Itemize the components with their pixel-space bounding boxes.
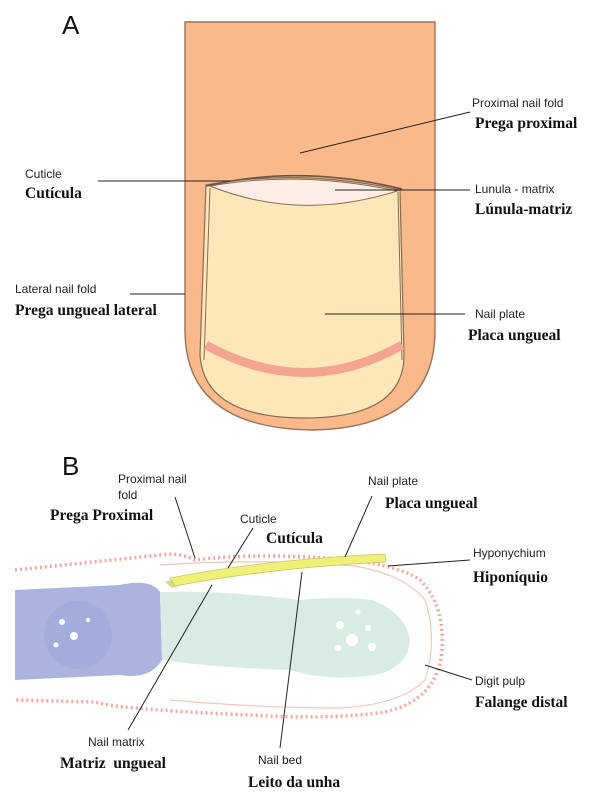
- label-a-lunula-en: Lunula - matrix: [475, 182, 554, 196]
- joint-highlight: [44, 601, 112, 669]
- bone-dot: [346, 634, 358, 646]
- label-b-nail-matrix-en: Nail matrix: [88, 735, 145, 749]
- label-b-cuticle-en: Cuticle: [240, 512, 277, 526]
- bone-dot: [365, 625, 371, 631]
- label-a-nail-plate-pt: Placa ungueal: [468, 327, 561, 344]
- bone-dot: [368, 643, 376, 651]
- fingertip-side-view: [15, 554, 442, 717]
- bone-dot: [336, 621, 344, 629]
- panel-a-letter: A: [62, 10, 80, 40]
- fingertip-top-view: [185, 22, 435, 430]
- bone-dot: [59, 619, 65, 625]
- label-b-hyponychium-en: Hyponychium: [473, 546, 546, 560]
- label-a-nail-plate-en: Nail plate: [475, 307, 525, 321]
- leader-b-proximal-fold: [175, 497, 195, 558]
- label-b-digit-pulp-en: Digit pulp: [475, 674, 525, 688]
- leader-b-hyponychium: [388, 560, 470, 566]
- label-b-nail-bed-pt: Leito da unha: [248, 774, 340, 791]
- label-b-proximal-fold-en-1: Proximal nail: [118, 472, 187, 486]
- label-a-cuticle-en: Cuticle: [25, 167, 62, 181]
- label-a-proximal-fold-en: Proximal nail fold: [472, 96, 563, 110]
- label-a-cuticle-pt: Cutícula: [25, 185, 82, 202]
- panel-b-letter: B: [62, 451, 79, 481]
- label-b-nail-bed-en: Nail bed: [258, 753, 302, 767]
- bone-dot: [335, 645, 341, 651]
- label-a-proximal-fold-pt: Prega proximal: [475, 115, 578, 132]
- label-b-proximal-fold-pt: Prega Proximal: [50, 507, 154, 524]
- label-b-hyponychium-pt: Hiponíquio: [473, 569, 548, 586]
- nail-plate-shape: [200, 178, 404, 418]
- bone-dot: [54, 643, 59, 648]
- label-a-lateral-fold-pt: Prega ungueal lateral: [15, 302, 157, 319]
- leader-b-nail-plate: [345, 496, 372, 557]
- label-a-lateral-fold-en: Lateral nail fold: [15, 282, 96, 296]
- label-b-digit-pulp-pt: Falange distal: [475, 694, 568, 711]
- bone-dot: [86, 618, 90, 622]
- label-b-nail-matrix-pt: Matriz ungueal: [60, 755, 167, 772]
- label-b-cuticle-pt: Cutícula: [266, 530, 323, 547]
- label-b-nail-plate-pt: Placa ungueal: [385, 495, 478, 512]
- label-b-proximal-fold-en-2: fold: [118, 488, 137, 502]
- bone-dot: [70, 632, 78, 640]
- label-b-nail-plate-en: Nail plate: [368, 474, 418, 488]
- bone-dot: [356, 610, 361, 615]
- label-a-lunula-pt: Lúnula-matriz: [475, 201, 572, 218]
